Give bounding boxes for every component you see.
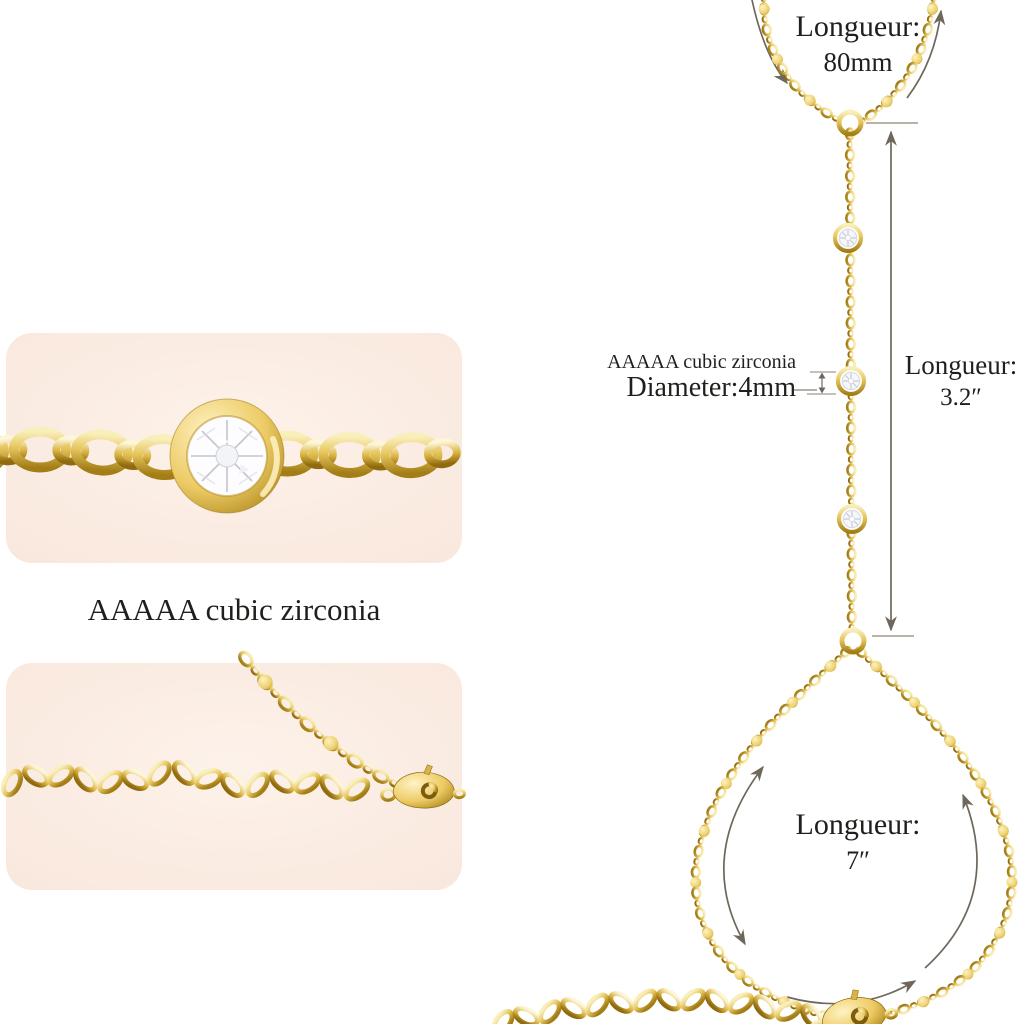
jump-ring-top	[836, 109, 864, 137]
measurement-arrows	[723, 0, 978, 1005]
bezel-stone-small	[835, 365, 867, 397]
jump-ring-bottom	[839, 627, 867, 655]
drop-chain-value: 3.2″	[940, 384, 982, 412]
bottom-loop-label: Longueur: 7″	[763, 808, 953, 875]
stone-callout: AAAAA cubic zirconia Diameter:4mm	[552, 352, 796, 402]
top-loop-arrow-right	[906, 9, 946, 99]
closeup-extender-chain-links	[1, 759, 371, 802]
top-loop-arrow-left	[751, 0, 788, 85]
closeup-diagonal-chain-links	[238, 650, 418, 796]
bezel-stone-small	[832, 222, 864, 254]
top-loop-label-text: Longueur:	[795, 10, 921, 43]
top-loop-label: Longueur: 80mm	[763, 10, 953, 77]
stone-material-text: AAAAA cubic zirconia	[607, 351, 796, 373]
bottom-loop-arrow-left	[723, 765, 764, 946]
bottom-loop-chain-left-links	[690, 646, 853, 1024]
bottom-loop-label-text: Longueur:	[795, 808, 921, 841]
top-loop-value: 80mm	[823, 46, 893, 77]
bottom-loop-value: 7″	[846, 845, 870, 875]
bezel-stone-small	[836, 503, 868, 535]
bottom-loop-arrow-right	[924, 793, 978, 969]
closeup-caption: AAAAA cubic zirconia	[87, 592, 381, 627]
drop-chain-label-text: Longueur:	[904, 350, 1018, 380]
diameter-callout-bracket	[793, 371, 836, 395]
drop-chain-stones	[832, 222, 868, 535]
stone-diameter-text: Diameter:4mm	[626, 371, 796, 403]
top-loop-chain-left-links	[758, 0, 840, 122]
drop-chain-label: Longueur: 3.2″	[892, 350, 1024, 412]
bottom-extender-chain-links	[491, 987, 824, 1024]
top-loop-chain-right-links	[858, 0, 938, 125]
bezel-stone-large	[169, 398, 285, 514]
